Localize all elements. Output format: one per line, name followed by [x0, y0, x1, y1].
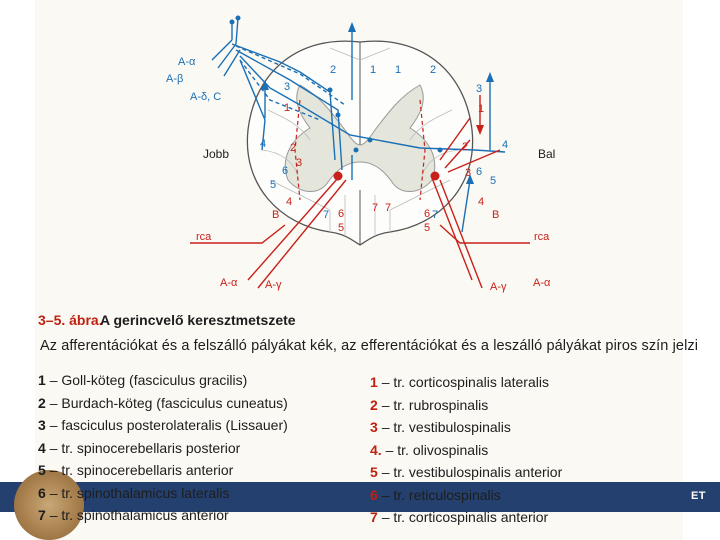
label-jobb: Jobb: [203, 147, 229, 161]
motor-neurons: [333, 125, 484, 181]
afferent-dashed-paths: [235, 45, 346, 121]
footer-text: ET: [690, 490, 706, 502]
legend-item: 7 – tr. corticospinalis anterior: [370, 506, 562, 529]
legend-number: 2: [38, 394, 46, 411]
label-a-gamma-bottom-left: A-γ: [265, 279, 282, 291]
red-num-1-left: 1: [284, 102, 290, 114]
tract-num-3-left: 3: [284, 81, 290, 93]
legend-number: 3: [370, 419, 378, 435]
red-num-3-right: 3: [465, 167, 471, 179]
legend-text: – tr. spinothalamicus lateralis: [49, 484, 230, 501]
legend-text: – tr. vestibulospinalis: [381, 419, 511, 435]
efferent-legend: 1 – tr. corticospinalis lateralis 2 – tr…: [370, 371, 562, 529]
tract-num-1-right: 1: [395, 64, 401, 76]
legend-text: – tr. reticulospinalis: [381, 486, 501, 503]
red-num-2-right: 2: [462, 141, 468, 153]
afferent-arrowheads: [229, 15, 494, 184]
legend-number: 1: [38, 372, 46, 388]
label-a-alpha-bottom-right: A-α: [533, 277, 551, 289]
tract-num-4-right: 4: [502, 139, 508, 151]
tract-num-6-right: 6: [476, 166, 482, 178]
label-a-delta-c: A-δ, C: [190, 91, 221, 103]
tract-num-1-left: 1: [370, 64, 376, 76]
legend-text: – tr. olivospinalis: [385, 441, 489, 458]
label-a-gamma-bottom-right: A-γ: [490, 281, 507, 293]
afferent-pathways: [211, 17, 506, 233]
label-rca-left: rca: [196, 231, 212, 243]
figure-number: 3–5. ábra.: [38, 312, 103, 328]
red-num-3-left: 3: [296, 157, 302, 169]
label-b-right: B: [492, 209, 499, 221]
diagram-labels: A-α A-β A-δ, C Jobb Bal rca rca B B A-α …: [166, 56, 555, 293]
legend-text: – tr. corticospinalis anterior: [381, 509, 549, 525]
legend-text: – tr. corticospinalis lateralis: [381, 374, 549, 390]
legend-item: 3 – tr. vestibulospinalis: [370, 416, 562, 439]
red-num-4-left: 4: [286, 196, 292, 208]
tract-num-7-right: 7: [432, 209, 438, 221]
legend-text: – tr. spinocerebellaris posterior: [49, 439, 241, 456]
red-num-7-right: 7: [385, 202, 391, 214]
legend-item: 1 – Goll-köteg (fasciculus gracilis): [38, 369, 288, 392]
afferent-legend: 1 – Goll-köteg (fasciculus gracilis) 2 –…: [38, 369, 288, 527]
legend-number: 1: [370, 374, 378, 390]
legend-item: 5 – tr. vestibulospinalis anterior: [370, 461, 562, 484]
legend-item: 2 – Burdach-köteg (fasciculus cuneatus): [38, 392, 288, 415]
legend-item: 7 – tr. spinothalamicus anterior: [38, 504, 288, 527]
legend-item: 3 – fasciculus posterolateralis (Lissaue…: [38, 414, 288, 437]
legend-number: 4: [38, 439, 46, 456]
legend-text: – tr. spinothalamicus anterior: [49, 507, 229, 523]
tract-num-7-left: 7: [323, 209, 329, 221]
red-num-2-left: 2: [290, 142, 296, 154]
legend-number: 6: [370, 486, 378, 503]
legend-text: – tr. rubrospinalis: [381, 396, 489, 413]
slide-footer-bar: [0, 482, 720, 512]
label-a-alpha-bottom-left: A-α: [220, 277, 238, 289]
legend-item: 2 – tr. rubrospinalis: [370, 394, 562, 417]
legend-item: 1 – tr. corticospinalis lateralis: [370, 371, 562, 394]
legend-item: 5 – tr. spinocerebellaris anterior: [38, 459, 288, 482]
tract-num-6-left: 6: [282, 165, 288, 177]
legend-number: 7: [38, 507, 46, 523]
label-b-left: B: [272, 209, 279, 221]
legend-text: – fasciculus posterolateralis (Lissauer): [49, 417, 288, 433]
legend-number: 5: [38, 462, 46, 478]
tract-num-2-left: 2: [330, 64, 336, 76]
tract-num-3-right: 3: [476, 83, 482, 95]
legend-item: 6 – tr. spinothalamicus lateralis: [38, 482, 288, 505]
red-num-5-right: 5: [424, 222, 430, 234]
legend-text: – Burdach-köteg (fasciculus cuneatus): [49, 394, 288, 411]
label-a-alpha-top: A-α: [178, 56, 196, 68]
label-a-beta: A-β: [166, 73, 183, 85]
red-num-5-left: 5: [338, 222, 344, 234]
red-num-6-left: 6: [338, 208, 344, 220]
legend-number: 4.: [370, 441, 382, 458]
legend-number: 6: [38, 484, 46, 501]
legend-item: 4. – tr. olivospinalis: [370, 439, 562, 462]
legend-number: 7: [370, 509, 378, 525]
efferent-pathways: [190, 95, 530, 289]
label-bal: Bal: [538, 147, 555, 161]
tract-num-2-right: 2: [430, 64, 436, 76]
legend-number: 5: [370, 464, 378, 480]
legend-number: 3: [38, 417, 46, 433]
efferent-dashed-paths: [294, 99, 426, 201]
legend-number: 2: [370, 396, 378, 413]
red-num-7-left: 7: [372, 202, 378, 214]
red-num-6-right: 6: [424, 208, 430, 220]
label-rca-right: rca: [534, 231, 550, 243]
legend-text: – tr. spinocerebellaris anterior: [49, 462, 234, 478]
figure-subtitle: Az afferentációkat és a felszálló pályák…: [40, 338, 699, 354]
tract-num-4-left: 4: [260, 138, 266, 150]
university-seal-logo: [14, 470, 84, 540]
tract-num-5-right: 5: [490, 175, 496, 187]
figure-title: A gerincvelő keresztmetszete: [100, 312, 296, 328]
red-num-4-right: 4: [478, 196, 484, 208]
tract-num-5-left: 5: [270, 179, 276, 191]
legend-text: – tr. vestibulospinalis anterior: [381, 464, 563, 480]
legend-item: 6 – tr. reticulospinalis: [370, 484, 562, 507]
spinal-cord-cross-section-diagram: A-α A-β A-δ, C Jobb Bal rca rca B B A-α …: [166, 15, 555, 293]
red-num-1-right: 1: [478, 103, 484, 115]
legend-text: – Goll-köteg (fasciculus gracilis): [49, 372, 248, 388]
legend-item: 4 – tr. spinocerebellaris posterior: [38, 437, 288, 460]
